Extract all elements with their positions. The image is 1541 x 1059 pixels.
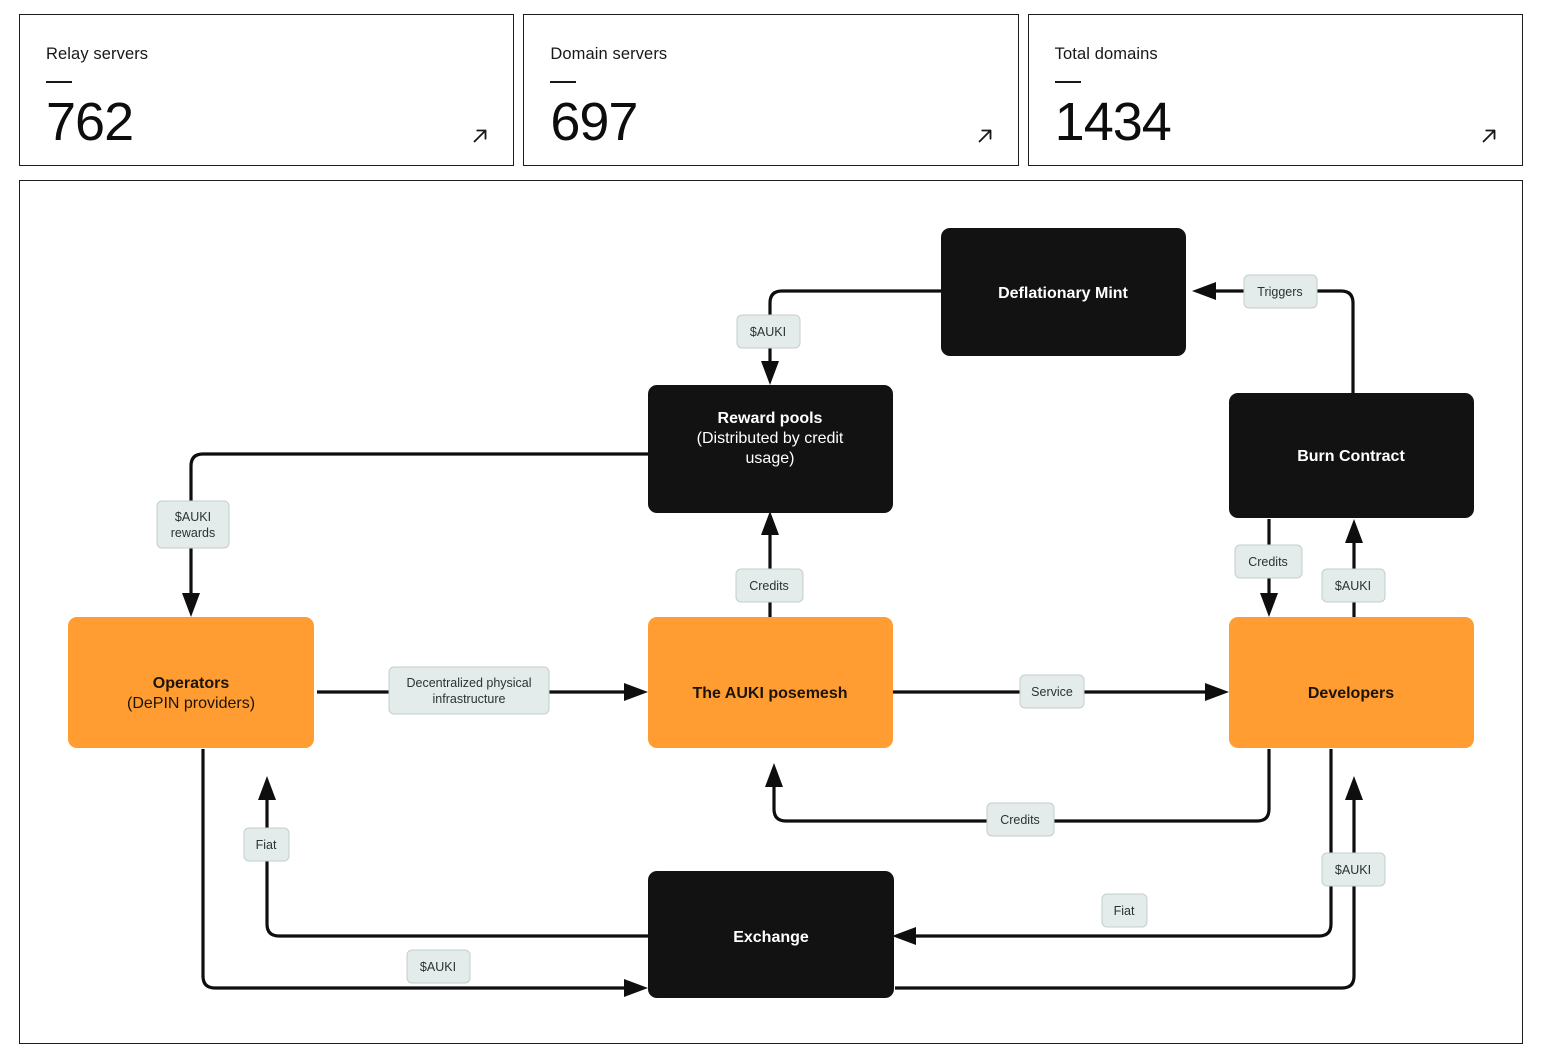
edge-label-pools-to-operators: $AUKI rewards bbox=[156, 500, 230, 549]
stat-card-total-domains[interactable]: Total domains 1434 bbox=[1027, 14, 1523, 166]
edge-label-text: Fiat bbox=[256, 838, 277, 852]
edge-label-text-line1: $AUKI bbox=[175, 510, 211, 524]
node-burn-contract[interactable]: Burn Contract bbox=[1229, 393, 1474, 518]
stat-value: 1434 bbox=[1054, 92, 1172, 153]
edge-label-text: $AUKI bbox=[420, 960, 456, 974]
node-label: Operators bbox=[153, 675, 230, 692]
node-sublabel: (DePIN providers) bbox=[127, 695, 255, 712]
edge-label-text: $AUKI bbox=[1335, 579, 1371, 593]
edge-label-text-line2: rewards bbox=[171, 526, 215, 540]
edge-label-text: Credits bbox=[749, 579, 789, 593]
stat-value: 762 bbox=[46, 92, 134, 153]
node-sublabel-line2: usage) bbox=[746, 450, 795, 467]
edge-label-text-line2: infrastructure bbox=[433, 692, 506, 706]
stat-card-relay-servers[interactable]: Relay servers 762 bbox=[19, 14, 515, 166]
node-label: The AUKI posemesh bbox=[693, 685, 848, 702]
stats-row: Relay servers 762 Domain servers 697 Tot… bbox=[19, 14, 1523, 166]
tokenomics-flowchart-card[interactable]: Deflationary Mint Reward pools (Distribu… bbox=[19, 180, 1523, 1044]
edge-label-posemesh-to-pools: Credits bbox=[735, 568, 804, 603]
edge-posemesh-to-reward-pools bbox=[761, 511, 779, 622]
node-sublabel-line1: (Distributed by credit bbox=[697, 430, 844, 447]
edge-label-text: Credits bbox=[1248, 555, 1288, 569]
stat-label: Total domains bbox=[1054, 45, 1158, 63]
stat-card-domain-servers[interactable]: Domain servers 697 bbox=[523, 14, 1019, 166]
node-label: Reward pools bbox=[718, 410, 823, 427]
node-deflationary-mint[interactable]: Deflationary Mint bbox=[941, 228, 1186, 356]
edge-label-text: Triggers bbox=[1257, 285, 1302, 299]
node-label: Burn Contract bbox=[1297, 448, 1405, 465]
stat-label: Domain servers bbox=[550, 45, 668, 63]
edge-label-operators-to-posemesh: Decentralized physical infrastructure bbox=[388, 666, 550, 715]
node-label: Developers bbox=[1308, 685, 1394, 702]
edge-label-developers-to-posemesh: Credits bbox=[986, 802, 1055, 837]
stat-divider bbox=[46, 81, 72, 84]
edge-exchange-to-developers bbox=[895, 776, 1363, 990]
edge-label-developers-to-exchange: Fiat bbox=[1101, 893, 1148, 928]
node-reward-pools[interactable]: Reward pools (Distributed by credit usag… bbox=[648, 385, 893, 513]
edge-label-burn-to-mint: Triggers bbox=[1243, 274, 1318, 309]
arrow-up-right-icon[interactable] bbox=[1478, 125, 1500, 147]
edge-developers-to-exchange bbox=[892, 749, 1333, 945]
stat-value: 697 bbox=[550, 92, 638, 153]
edge-label-exchange-to-developers: $AUKI bbox=[1321, 852, 1386, 887]
edge-label-text: $AUKI bbox=[750, 325, 786, 339]
flowchart-svg[interactable]: Deflationary Mint Reward pools (Distribu… bbox=[20, 181, 1522, 1043]
node-developers[interactable]: Developers bbox=[1229, 617, 1474, 748]
node-operators[interactable]: Operators (DePIN providers) bbox=[68, 617, 314, 748]
stat-divider bbox=[1054, 81, 1081, 84]
edge-label-text-line1: Decentralized physical bbox=[406, 676, 531, 690]
edge-burn-to-mint bbox=[1192, 282, 1355, 393]
node-auki-posemesh[interactable]: The AUKI posemesh bbox=[648, 617, 893, 748]
stat-label: Relay servers bbox=[46, 45, 149, 63]
edge-label-text: $AUKI bbox=[1335, 863, 1371, 877]
edge-label-burn-to-developers: Credits bbox=[1234, 544, 1303, 579]
arrow-up-right-icon[interactable] bbox=[974, 125, 996, 147]
edge-label-posemesh-to-developers: Service bbox=[1019, 674, 1085, 709]
arrow-up-right-icon[interactable] bbox=[469, 125, 491, 147]
edge-operators-to-exchange bbox=[201, 749, 648, 997]
edge-mint-to-reward-pools bbox=[761, 289, 941, 385]
edge-label-text: Credits bbox=[1000, 813, 1040, 827]
edge-exchange-to-operators bbox=[258, 776, 648, 938]
edge-reward-pools-to-operators bbox=[182, 452, 648, 617]
node-exchange[interactable]: Exchange bbox=[648, 871, 894, 998]
edge-label-text: Fiat bbox=[1114, 904, 1135, 918]
edge-label-mint-to-pools: $AUKI bbox=[736, 314, 801, 349]
edge-label-text: Service bbox=[1031, 685, 1073, 699]
edge-label-developers-to-burn: $AUKI bbox=[1321, 568, 1386, 603]
edge-label-operators-to-exchange: $AUKI bbox=[406, 949, 471, 984]
stat-divider bbox=[550, 81, 577, 84]
node-label: Exchange bbox=[733, 929, 809, 946]
node-label: Deflationary Mint bbox=[998, 285, 1128, 302]
edge-label-exchange-to-operators: Fiat bbox=[243, 827, 290, 862]
